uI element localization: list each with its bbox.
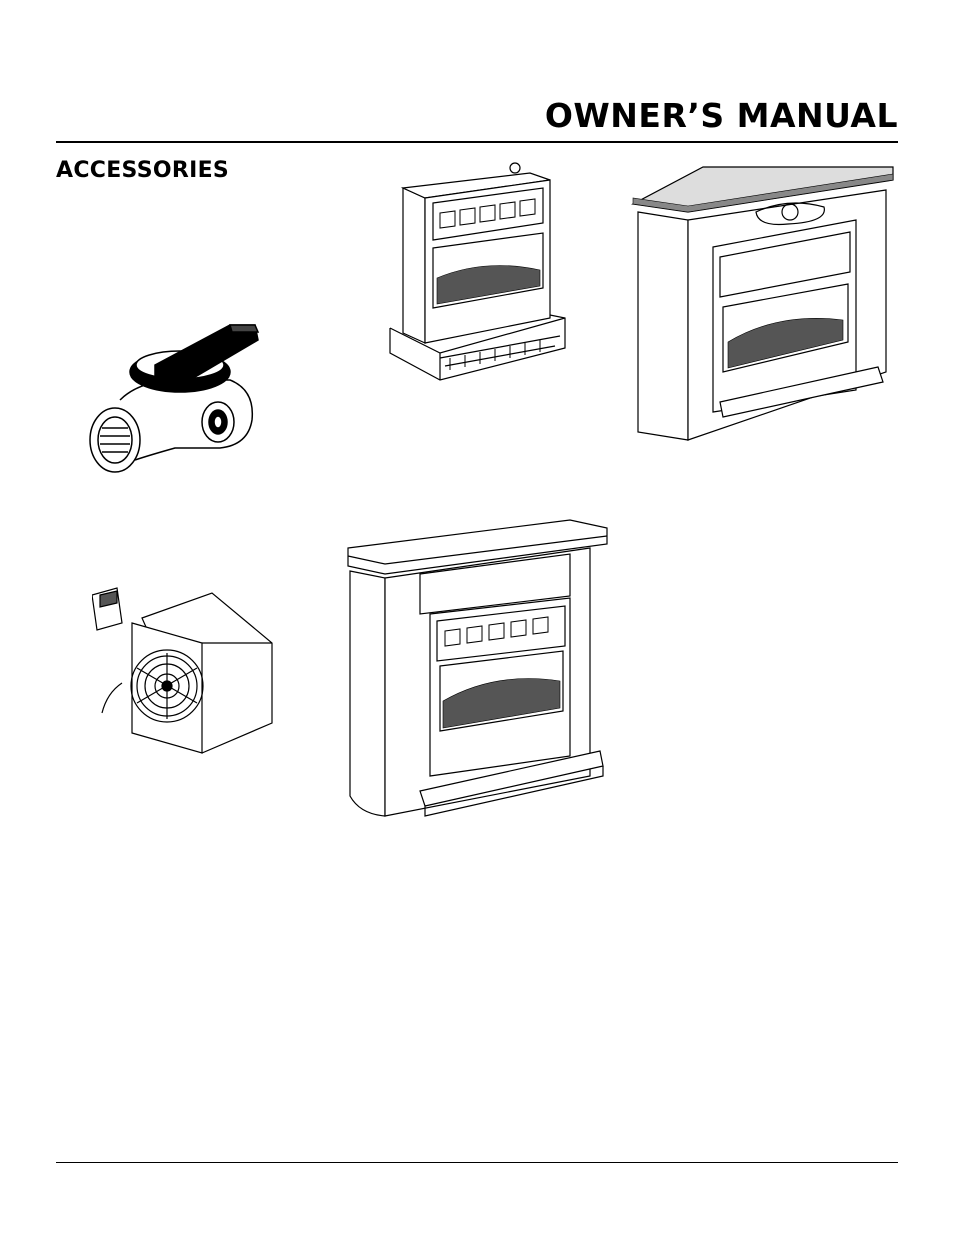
blower-fan-illustration (92, 583, 277, 761)
header-divider (56, 141, 898, 143)
footer-divider (56, 1162, 898, 1163)
corner-mantel-illustration (628, 162, 900, 444)
heater-on-base-illustration (385, 158, 570, 383)
page-title: OWNER’S MANUAL (545, 96, 898, 135)
mantel-heater-illustration (345, 516, 610, 818)
section-title: ACCESSORIES (56, 158, 229, 183)
gas-shutoff-valve-illustration (80, 310, 270, 485)
